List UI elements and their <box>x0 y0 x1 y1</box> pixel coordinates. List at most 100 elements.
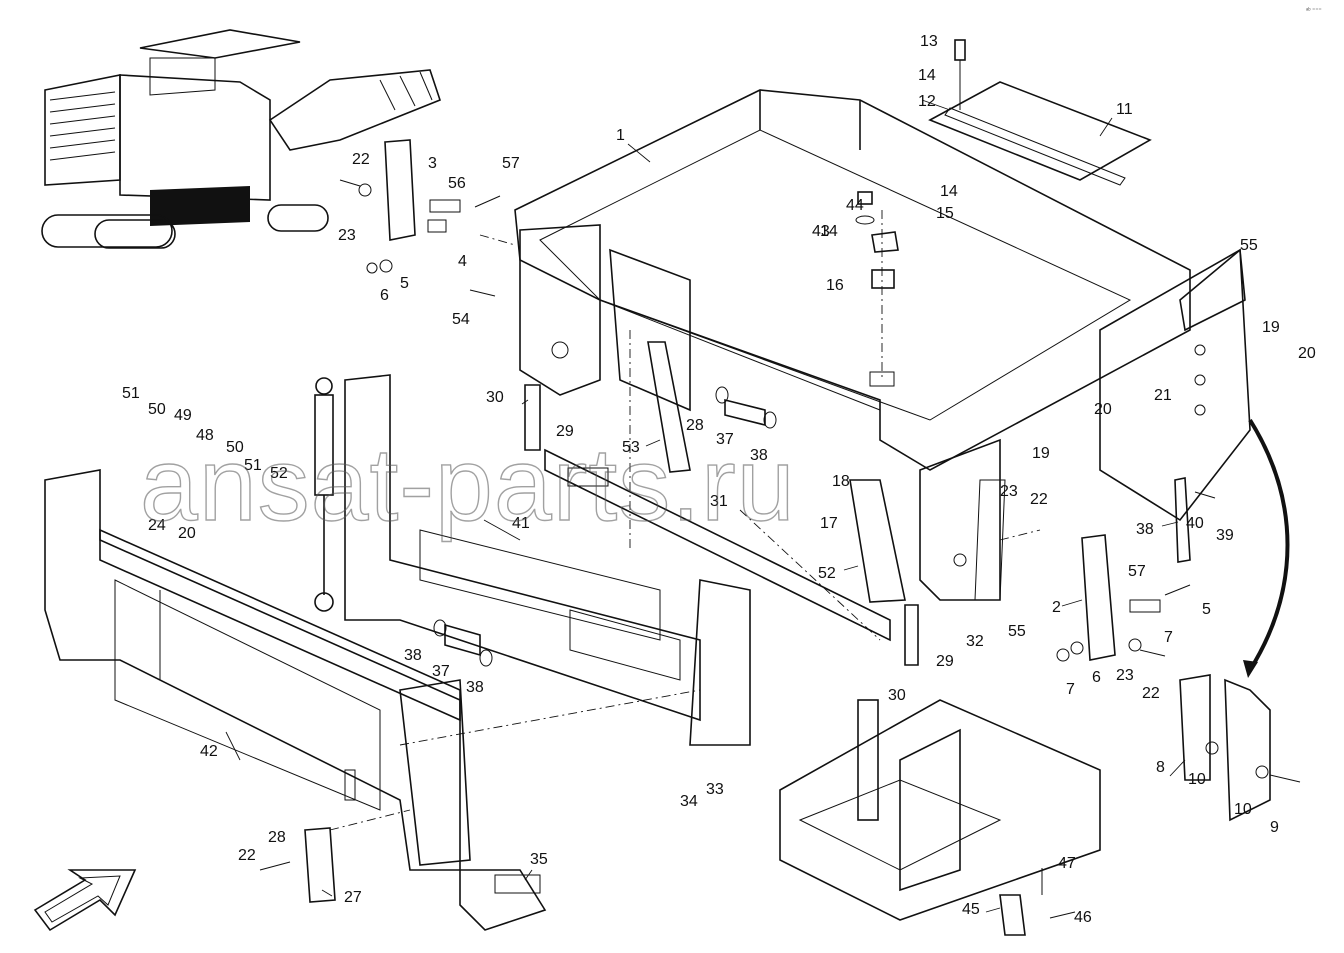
part-label: 23 <box>338 227 356 244</box>
left-bracket <box>339 139 501 297</box>
part-label: 34 <box>680 793 698 810</box>
part-label: 42 <box>200 743 218 760</box>
part-label: 46 <box>1074 909 1092 926</box>
lower-chassis <box>779 699 1101 921</box>
part-label: 57 <box>502 155 520 172</box>
scraper-strip <box>524 384 919 666</box>
part-label: 24 <box>148 517 166 534</box>
part-label: 50 <box>148 401 166 418</box>
part-label: 48 <box>196 427 214 444</box>
front-beam <box>44 469 471 871</box>
part-label: 28 <box>268 829 286 846</box>
part-label: 23 <box>1000 483 1018 500</box>
part-label: 23 <box>1116 667 1134 684</box>
part-label: 29 <box>556 423 574 440</box>
part-label: 9 <box>1270 819 1279 836</box>
part-label: 16 <box>826 277 844 294</box>
part-label: 39 <box>1216 527 1234 544</box>
part-label: 10 <box>1188 771 1206 788</box>
pin-lower <box>433 619 493 667</box>
part-label: 17 <box>820 515 838 532</box>
main-frame <box>514 89 1251 601</box>
part-label: 52 <box>818 565 836 582</box>
part-label: 47 <box>1058 855 1076 872</box>
part-label: 49 <box>174 407 192 424</box>
watermark: ansat-parts.ru <box>140 427 796 543</box>
part-label: 32 <box>966 633 984 650</box>
part-label: 50 <box>226 439 244 456</box>
part-label: 8 <box>1156 759 1165 776</box>
part-label: 4 <box>458 253 467 270</box>
part-label: 19 <box>1262 319 1280 336</box>
part-label: 3 <box>428 155 437 172</box>
part-label: 38 <box>404 647 422 664</box>
part-label: 28 <box>686 417 704 434</box>
part-label: 53 <box>622 439 640 456</box>
part-label: 6 <box>380 287 389 304</box>
sub-frame <box>344 374 751 746</box>
part-label: 7 <box>1066 681 1075 698</box>
part-label: 38 <box>466 679 484 696</box>
curved-arrow-head <box>1243 660 1258 678</box>
part-label: 35 <box>530 851 548 868</box>
part-label: 33 <box>706 781 724 798</box>
part-label: 22 <box>1142 685 1160 702</box>
wear-strip <box>1174 477 1216 563</box>
part-label: 38 <box>750 447 768 464</box>
part-label: 40 <box>1186 515 1204 532</box>
part-label: 5 <box>1202 601 1211 618</box>
part-label: 37 <box>716 431 734 448</box>
vertical-brackets <box>647 341 1006 603</box>
hydraulic-cylinder <box>314 377 334 612</box>
machine-overview-icon <box>41 29 441 249</box>
alignment-lines <box>329 234 1041 831</box>
part-label: 57 <box>1128 563 1146 580</box>
part-label: 44 <box>846 197 864 214</box>
part-label: 29 <box>936 653 954 670</box>
leader-lines <box>225 99 1186 913</box>
part-label: 14 <box>820 223 838 240</box>
part-label: 54 <box>452 311 470 328</box>
part-label: 11 <box>1116 101 1133 118</box>
part-label: 14 <box>918 67 936 84</box>
side-plates <box>1179 674 1301 822</box>
part-label: 30 <box>486 389 504 406</box>
pin-upper <box>715 386 777 429</box>
part-label: 38 <box>1136 521 1154 538</box>
part-label: 5 <box>400 275 409 292</box>
part-label: 15 <box>936 205 954 222</box>
part-labels: 1 2 3 4 5 6 7 8 9 10 10 11 12 13 14 14 1… <box>122 33 1316 926</box>
direction-arrow-icon <box>33 869 137 932</box>
part-label: 22 <box>352 151 370 168</box>
corner-code: ᵃᵇ ⁼⁼⁼ <box>1306 7 1322 14</box>
part-label: 22 <box>1030 491 1048 508</box>
part-label: 52 <box>270 465 288 482</box>
part-label: 31 <box>710 493 728 510</box>
part-label: 55 <box>1240 237 1258 254</box>
part-label: 55 <box>1008 623 1026 640</box>
part-label: 56 <box>448 175 466 192</box>
part-label: 22 <box>238 847 256 864</box>
part-label: 20 <box>1094 401 1112 418</box>
part-label: 41 <box>512 515 530 532</box>
part-label: 45 <box>962 901 980 918</box>
part-label: 19 <box>1032 445 1050 462</box>
part-label: 2 <box>1052 599 1061 616</box>
part-label: 14 <box>940 183 958 200</box>
part-label: 13 <box>920 33 938 50</box>
floor-plate <box>928 39 1152 186</box>
part-label: 37 <box>432 663 450 680</box>
part-label: 51 <box>122 385 140 402</box>
part-label: 10 <box>1234 801 1252 818</box>
part-label: 30 <box>888 687 906 704</box>
part-label: 1 <box>616 127 625 144</box>
part-label: 21 <box>1154 387 1172 404</box>
part-label: 18 <box>832 473 850 490</box>
part-label: 27 <box>344 889 362 906</box>
lower-bracket <box>259 827 547 931</box>
right-bracket <box>1056 534 1191 662</box>
part-label: 20 <box>178 525 196 542</box>
part-label: 51 <box>244 457 262 474</box>
part-label: 20 <box>1298 345 1316 362</box>
